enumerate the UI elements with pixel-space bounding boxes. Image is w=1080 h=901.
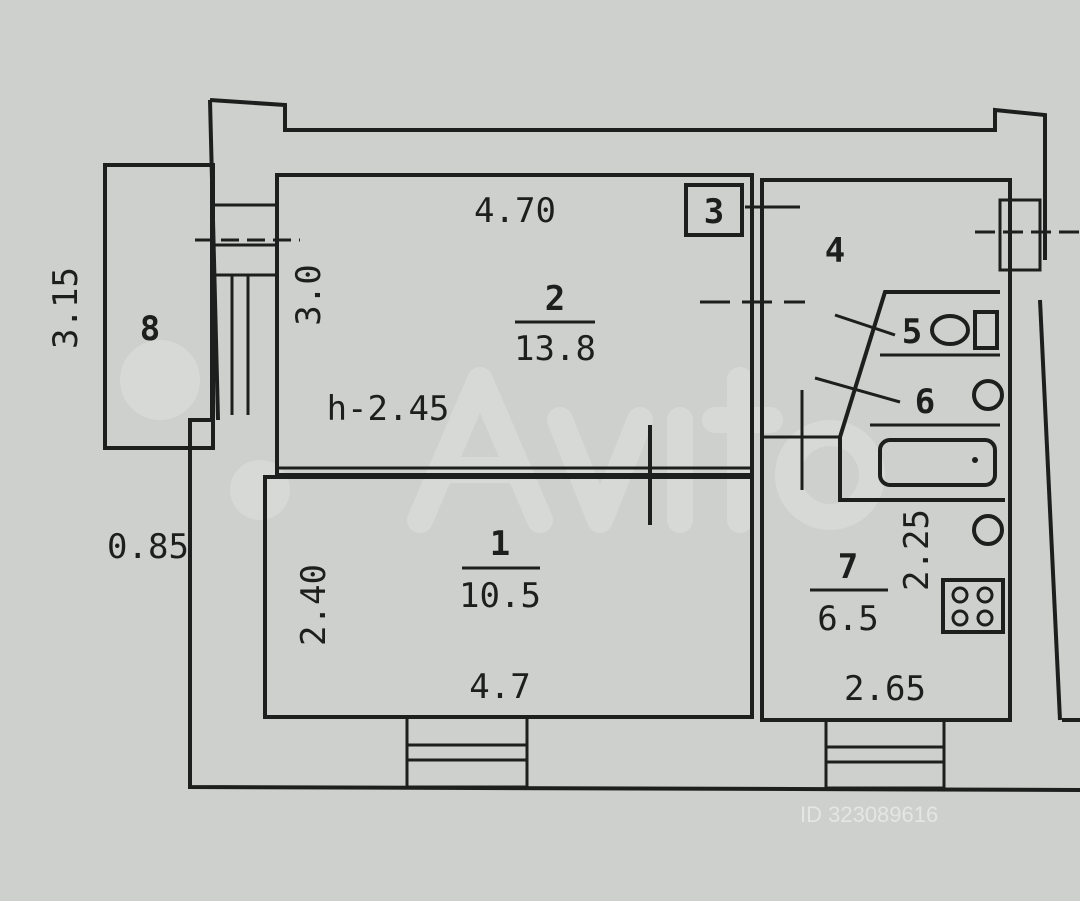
- vent-shaft: [684, 183, 744, 237]
- room-1-number: 1: [490, 524, 510, 564]
- room-8-label: 8: [140, 309, 160, 349]
- watermark-id: ID 323089616: [800, 802, 938, 827]
- kitchen-sink-icon: [972, 514, 1004, 546]
- window-kitchen: [824, 718, 946, 790]
- sink-icon: [972, 379, 1004, 411]
- ceiling-height: h-2.45: [327, 389, 450, 429]
- dim-room2-width: 4.70: [474, 191, 556, 231]
- room-3-label: 3: [704, 192, 724, 232]
- room-5-label: 5: [902, 312, 922, 352]
- room-7-number: 7: [838, 547, 858, 587]
- dim-wall-offset: 0.85: [107, 527, 189, 567]
- room-1-area: 10.5: [459, 576, 541, 616]
- stove-icon: [941, 578, 1005, 634]
- room-4-label: 4: [825, 231, 845, 271]
- room-2-area: 13.8: [514, 329, 596, 369]
- window-room-1: [405, 715, 529, 789]
- room-6-label: 6: [915, 382, 935, 422]
- dim-room1-depth: 2.40: [294, 564, 334, 646]
- dim-balcony-length: 3.15: [46, 267, 86, 349]
- balcony: [103, 163, 215, 450]
- toilet-icon: [930, 314, 970, 346]
- dim-room2-depth: 3.0: [289, 264, 329, 325]
- dim-kitchen-depth: 2.25: [897, 509, 937, 591]
- bathtub-icon: [878, 438, 997, 487]
- dim-kitchen-width: 2.65: [844, 669, 926, 709]
- dim-room1-width: 4.7: [469, 667, 530, 707]
- room-7-area: 6.5: [817, 599, 878, 639]
- bathroom-block: [814, 290, 1005, 502]
- room-2-number: 2: [545, 279, 565, 319]
